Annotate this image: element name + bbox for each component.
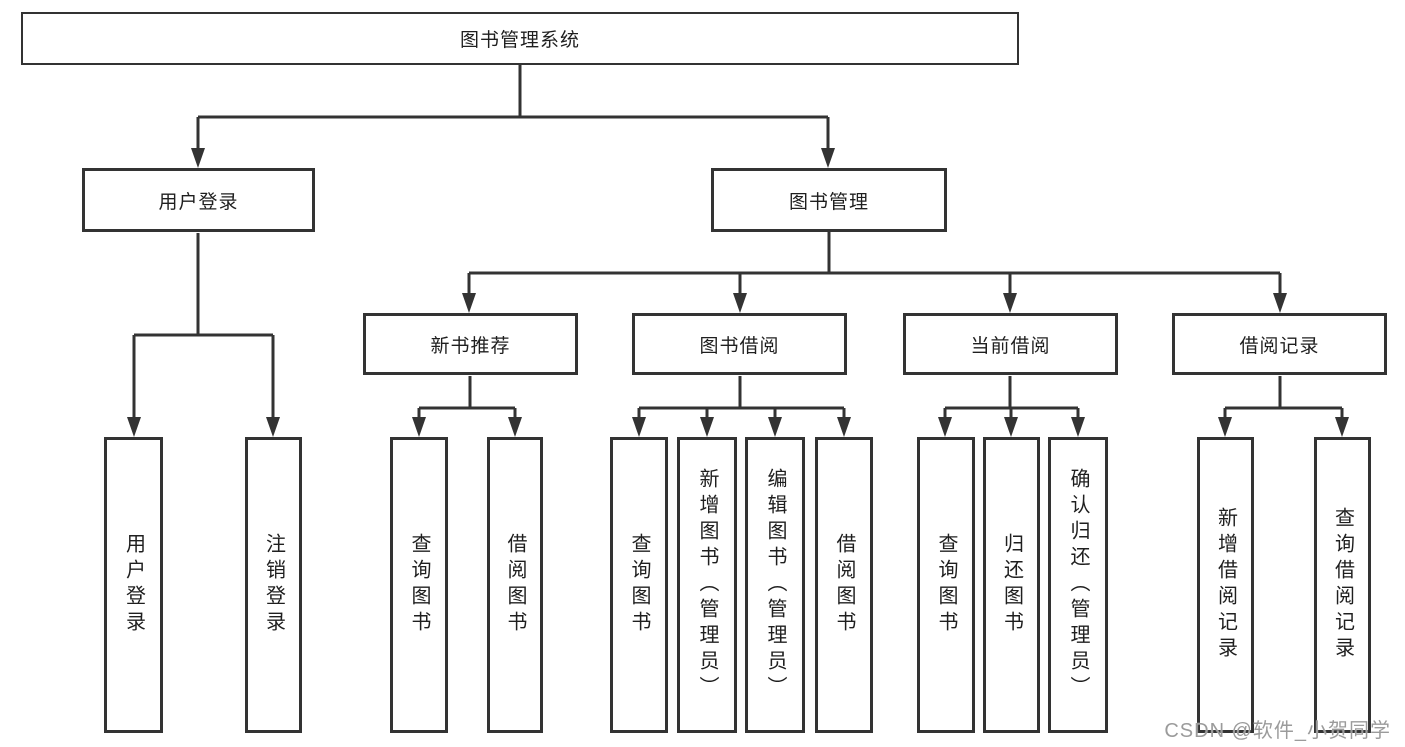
csdn-watermark: CSDN @软件_小贺同学 (1164, 720, 1391, 742)
connector-new-book-branch (417, 376, 517, 421)
node-borrowing-records: 借阅记录 (1172, 313, 1387, 375)
node-root-label: 图书管理系统 (459, 30, 580, 51)
leaf-user-login: 用户登录 (104, 437, 163, 733)
leaf-return-books: 归还图书 (983, 437, 1040, 733)
connector-user-login-branch (132, 233, 275, 421)
leaf-borrow-books: 借阅图书 (815, 437, 873, 733)
leaf-edit-books-admin-label: 编辑图书（管理员） (764, 468, 786, 702)
leaf-confirm-return-admin-label: 确认归还（管理员） (1067, 468, 1089, 702)
leaf-logout: 注销登录 (245, 437, 302, 733)
connector-book-management-branch (467, 232, 1282, 297)
leaf-query-books-current-label: 查询图书 (935, 533, 957, 637)
node-user-login-label: 用户登录 (158, 191, 239, 213)
node-book-borrowing-label: 图书借阅 (699, 335, 780, 357)
leaf-add-books-admin: 新增图书（管理员） (677, 437, 737, 733)
node-current-borrowing-label: 当前借阅 (970, 335, 1051, 357)
node-book-borrowing: 图书借阅 (632, 313, 847, 375)
node-book-management-label: 图书管理 (788, 191, 869, 213)
connector-book-borrowing-branch (637, 376, 846, 421)
node-borrowing-records-label: 借阅记录 (1239, 335, 1320, 357)
connector-current-borrowing-branch (943, 376, 1080, 421)
connector-borrowing-records-branch (1223, 376, 1344, 421)
leaf-query-borrow-record-label: 查询借阅记录 (1331, 507, 1354, 663)
leaf-return-books-label: 归还图书 (1000, 533, 1023, 637)
node-current-borrowing: 当前借阅 (903, 313, 1118, 375)
node-book-management: 图书管理 (711, 168, 947, 232)
leaf-add-borrow-record-label: 新增借阅记录 (1214, 507, 1237, 663)
connector-root-to-level1 (196, 65, 830, 152)
leaf-edit-books-admin: 编辑图书（管理员） (745, 437, 805, 733)
leaf-add-books-admin-label: 新增图书（管理员） (696, 468, 718, 702)
leaf-add-borrow-record: 新增借阅记录 (1197, 437, 1254, 733)
leaf-query-books-recommend: 查询图书 (390, 437, 448, 733)
leaf-query-borrow-record: 查询借阅记录 (1314, 437, 1371, 733)
leaf-query-books-current: 查询图书 (917, 437, 975, 733)
leaf-borrow-books-recommend-label: 借阅图书 (504, 533, 526, 637)
leaf-query-books-borrowing: 查询图书 (610, 437, 668, 733)
leaf-logout-label: 注销登录 (262, 533, 285, 637)
leaf-user-login-label: 用户登录 (122, 533, 145, 637)
node-root: 图书管理系统 (21, 12, 1019, 65)
node-new-book-recommend-label: 新书推荐 (430, 335, 511, 357)
leaf-query-books-borrowing-label: 查询图书 (628, 533, 650, 637)
leaf-query-books-recommend-label: 查询图书 (408, 533, 430, 637)
node-user-login: 用户登录 (82, 168, 315, 232)
leaf-borrow-books-label: 借阅图书 (833, 533, 855, 637)
node-new-book-recommend: 新书推荐 (363, 313, 578, 375)
leaf-confirm-return-admin: 确认归还（管理员） (1048, 437, 1108, 733)
leaf-borrow-books-recommend: 借阅图书 (487, 437, 543, 733)
